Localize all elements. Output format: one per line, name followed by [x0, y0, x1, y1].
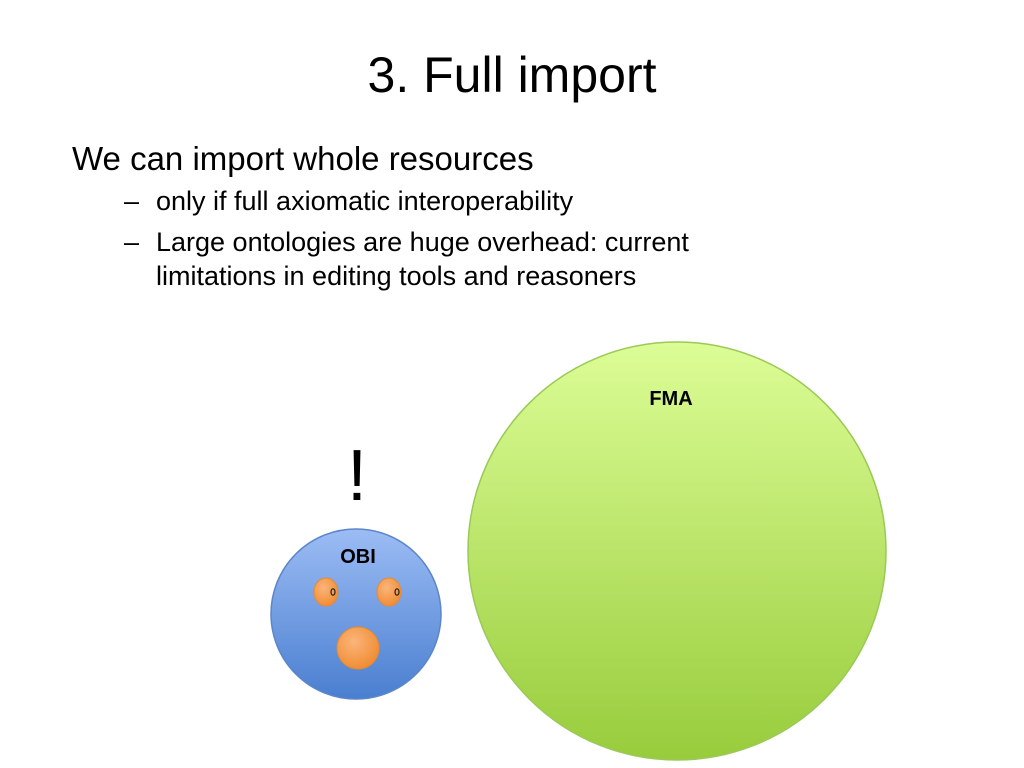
- sub-bullet-1: – only if full axiomatic interoperabilit…: [72, 184, 872, 218]
- sub-bullet-1-text: only if full axiomatic interoperability: [156, 186, 574, 216]
- left-eye-icon: [313, 577, 339, 607]
- obi-circle: [270, 528, 442, 700]
- slide-body: We can import whole resources – only if …: [72, 138, 872, 300]
- exclamation-mark: !: [347, 436, 367, 516]
- mouth-icon: [336, 626, 380, 670]
- sub-bullet-2-line-2: limitations in editing tools and reasone…: [156, 261, 637, 291]
- right-pupil-icon: [394, 588, 400, 596]
- dash-marker: –: [124, 186, 140, 216]
- slide-title: 3. Full import: [367, 47, 657, 103]
- obi-label: OBI: [340, 546, 376, 568]
- sub-bullet-list: – only if full axiomatic interoperabilit…: [72, 184, 872, 293]
- sub-bullet-2-line-1: Large ontologies are huge overhead: curr…: [156, 227, 689, 257]
- fma-label: FMA: [649, 388, 692, 410]
- right-eye-icon: [376, 577, 402, 607]
- fma-circle: [467, 341, 887, 761]
- dash-marker: –: [124, 227, 140, 257]
- sub-bullet-2: – Large ontologies are huge overhead: cu…: [72, 225, 872, 293]
- left-pupil-icon: [330, 588, 336, 596]
- main-bullet: We can import whole resources: [72, 140, 534, 177]
